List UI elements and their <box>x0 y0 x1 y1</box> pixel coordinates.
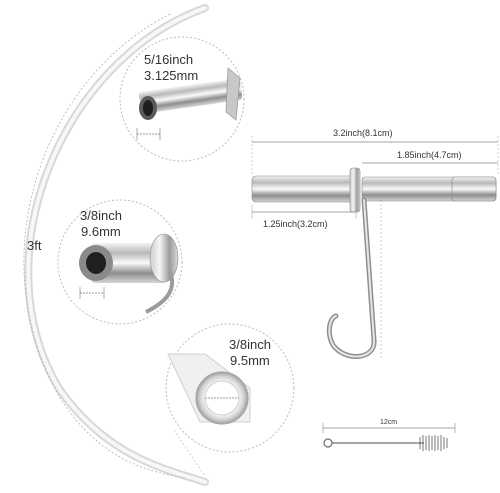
right-section-label: 1.85inch(4.7cm) <box>397 150 462 160</box>
overall-length-label: 3.2inch(8.1cm) <box>333 128 393 138</box>
middle-tube-imperial: 3/8inch <box>80 208 122 223</box>
silicone-tube <box>24 4 209 486</box>
steel-fitting <box>251 167 497 359</box>
brush-bristles <box>419 435 448 451</box>
hose-imperial: 3/8inch <box>229 337 271 352</box>
top-tube-metric: 3.125mm <box>144 68 199 83</box>
hose-callout <box>165 323 295 477</box>
fitting-dimensions <box>251 136 499 360</box>
hose-metric: 9.5mm <box>230 353 270 368</box>
cleaning-brush <box>322 423 456 451</box>
middle-tube-metric: 9.6mm <box>81 224 121 239</box>
brush-length-label: 12cm <box>380 419 398 426</box>
top-tube-imperial: 5/16inch <box>144 52 194 67</box>
left-section-label: 1.25inch(3.2cm) <box>263 219 328 229</box>
tube-length-label: 3ft <box>27 238 42 253</box>
top-tube-callout <box>119 36 245 162</box>
middle-tube-callout <box>57 199 183 325</box>
